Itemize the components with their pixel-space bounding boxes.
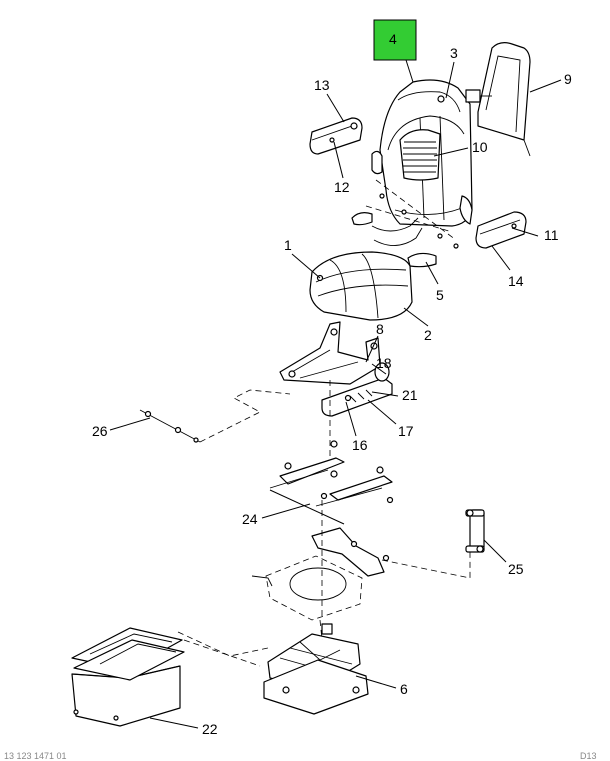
footer-left-ref: 13 123 1471 01 <box>4 751 67 761</box>
callout-1[interactable]: 1 <box>284 237 292 253</box>
lumbar-support-grid <box>399 129 441 181</box>
callout-16[interactable]: 16 <box>352 437 368 453</box>
callout-8[interactable]: 8 <box>376 321 384 337</box>
callout-18[interactable]: 18 <box>376 355 392 371</box>
callout-4[interactable]: 4 <box>389 31 397 47</box>
scissor-suspension <box>263 623 369 715</box>
assembly-lines <box>177 380 471 667</box>
back-hardware <box>351 179 459 268</box>
callout-22[interactable]: 22 <box>202 721 218 737</box>
callout-3[interactable]: 3 <box>450 45 458 61</box>
release-cable <box>139 409 201 443</box>
callout-9[interactable]: 9 <box>564 71 572 87</box>
callout-10[interactable]: 10 <box>472 139 488 155</box>
mount-bracket <box>311 527 390 577</box>
highlight-box-part-4[interactable] <box>373 19 417 61</box>
slide-plates <box>269 440 394 525</box>
callout-25[interactable]: 25 <box>508 561 524 577</box>
callouts: 4 3 9 13 10 12 11 14 1 5 2 8 18 21 17 16… <box>92 31 572 737</box>
callout-2[interactable]: 2 <box>424 327 432 343</box>
swivel-plate <box>251 555 363 621</box>
right-side-cover <box>459 195 473 225</box>
leader-lines <box>109 59 562 729</box>
callout-5[interactable]: 5 <box>436 287 444 303</box>
callout-26[interactable]: 26 <box>92 423 108 439</box>
callout-11[interactable]: 11 <box>544 227 559 243</box>
callout-21[interactable]: 21 <box>402 387 418 403</box>
callout-12[interactable]: 12 <box>334 179 350 195</box>
callout-6[interactable]: 6 <box>400 681 408 697</box>
callout-14[interactable]: 14 <box>508 273 524 289</box>
seat-cushion <box>309 251 413 321</box>
callout-13[interactable]: 13 <box>314 77 330 93</box>
headrest-frame <box>465 42 531 157</box>
callout-17[interactable]: 17 <box>398 423 414 439</box>
shock-absorber <box>465 509 485 553</box>
seat-cover-kit <box>71 627 185 727</box>
left-side-cover <box>371 150 383 175</box>
right-armrest <box>475 211 527 249</box>
seat-pan-bracket <box>279 321 381 385</box>
footer-right-ref: D13 <box>580 751 597 761</box>
callout-24[interactable]: 24 <box>242 511 258 527</box>
adjuster-rail <box>321 362 393 417</box>
left-armrest <box>309 117 363 155</box>
